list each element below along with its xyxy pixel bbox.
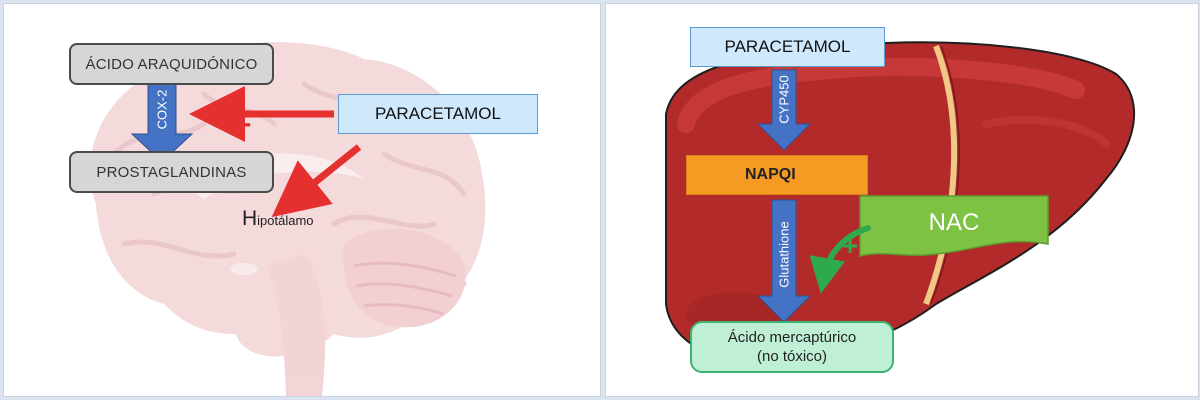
napqi-box: NAPQI xyxy=(686,155,868,195)
cyp450-arrow xyxy=(756,69,812,151)
hypothalamus-rest: ipotálamo xyxy=(257,213,314,228)
hypothalamus-label: Hipotálamo xyxy=(242,207,314,231)
mercapturic-acid-box: Ácido mercaptúrico (no tóxico) xyxy=(690,321,894,373)
mercapturic-line1: Ácido mercaptúrico xyxy=(727,329,857,346)
brain-panel: ÁCIDO ARAQUIDÓNICO PROSTAGLANDINAS COX-2… xyxy=(3,3,601,397)
nac-arrow xyxy=(809,225,871,294)
cox2-arrow xyxy=(130,83,194,163)
liver-panel: PARACETAMOL CYP450 NAPQI Glutathione NAC… xyxy=(605,3,1199,397)
hypothalamus-arrow xyxy=(271,144,362,218)
cyp450-label: CYP450 xyxy=(776,75,792,124)
mercapturic-line2: (no tóxico) xyxy=(756,348,828,365)
prostaglandins-box: PROSTAGLANDINAS xyxy=(69,151,274,193)
nac-box: NAC xyxy=(860,197,1048,253)
nac-banner xyxy=(859,195,1049,257)
paracetamol-box-left: PARACETAMOL xyxy=(338,94,538,134)
glutathione-arrow xyxy=(756,199,812,323)
arachidonic-acid-box: ÁCIDO ARAQUIDÓNICO xyxy=(69,43,274,85)
promotion-sign: + xyxy=(842,230,859,261)
glutathione-label: Glutathione xyxy=(776,221,792,288)
inhibition-sign: - xyxy=(242,107,252,138)
cox2-label: COX-2 xyxy=(154,89,170,130)
nac-label: NAC xyxy=(928,209,980,236)
hypothalamus-initial: H xyxy=(242,207,258,230)
paracetamol-box-right: PARACETAMOL xyxy=(690,27,885,67)
